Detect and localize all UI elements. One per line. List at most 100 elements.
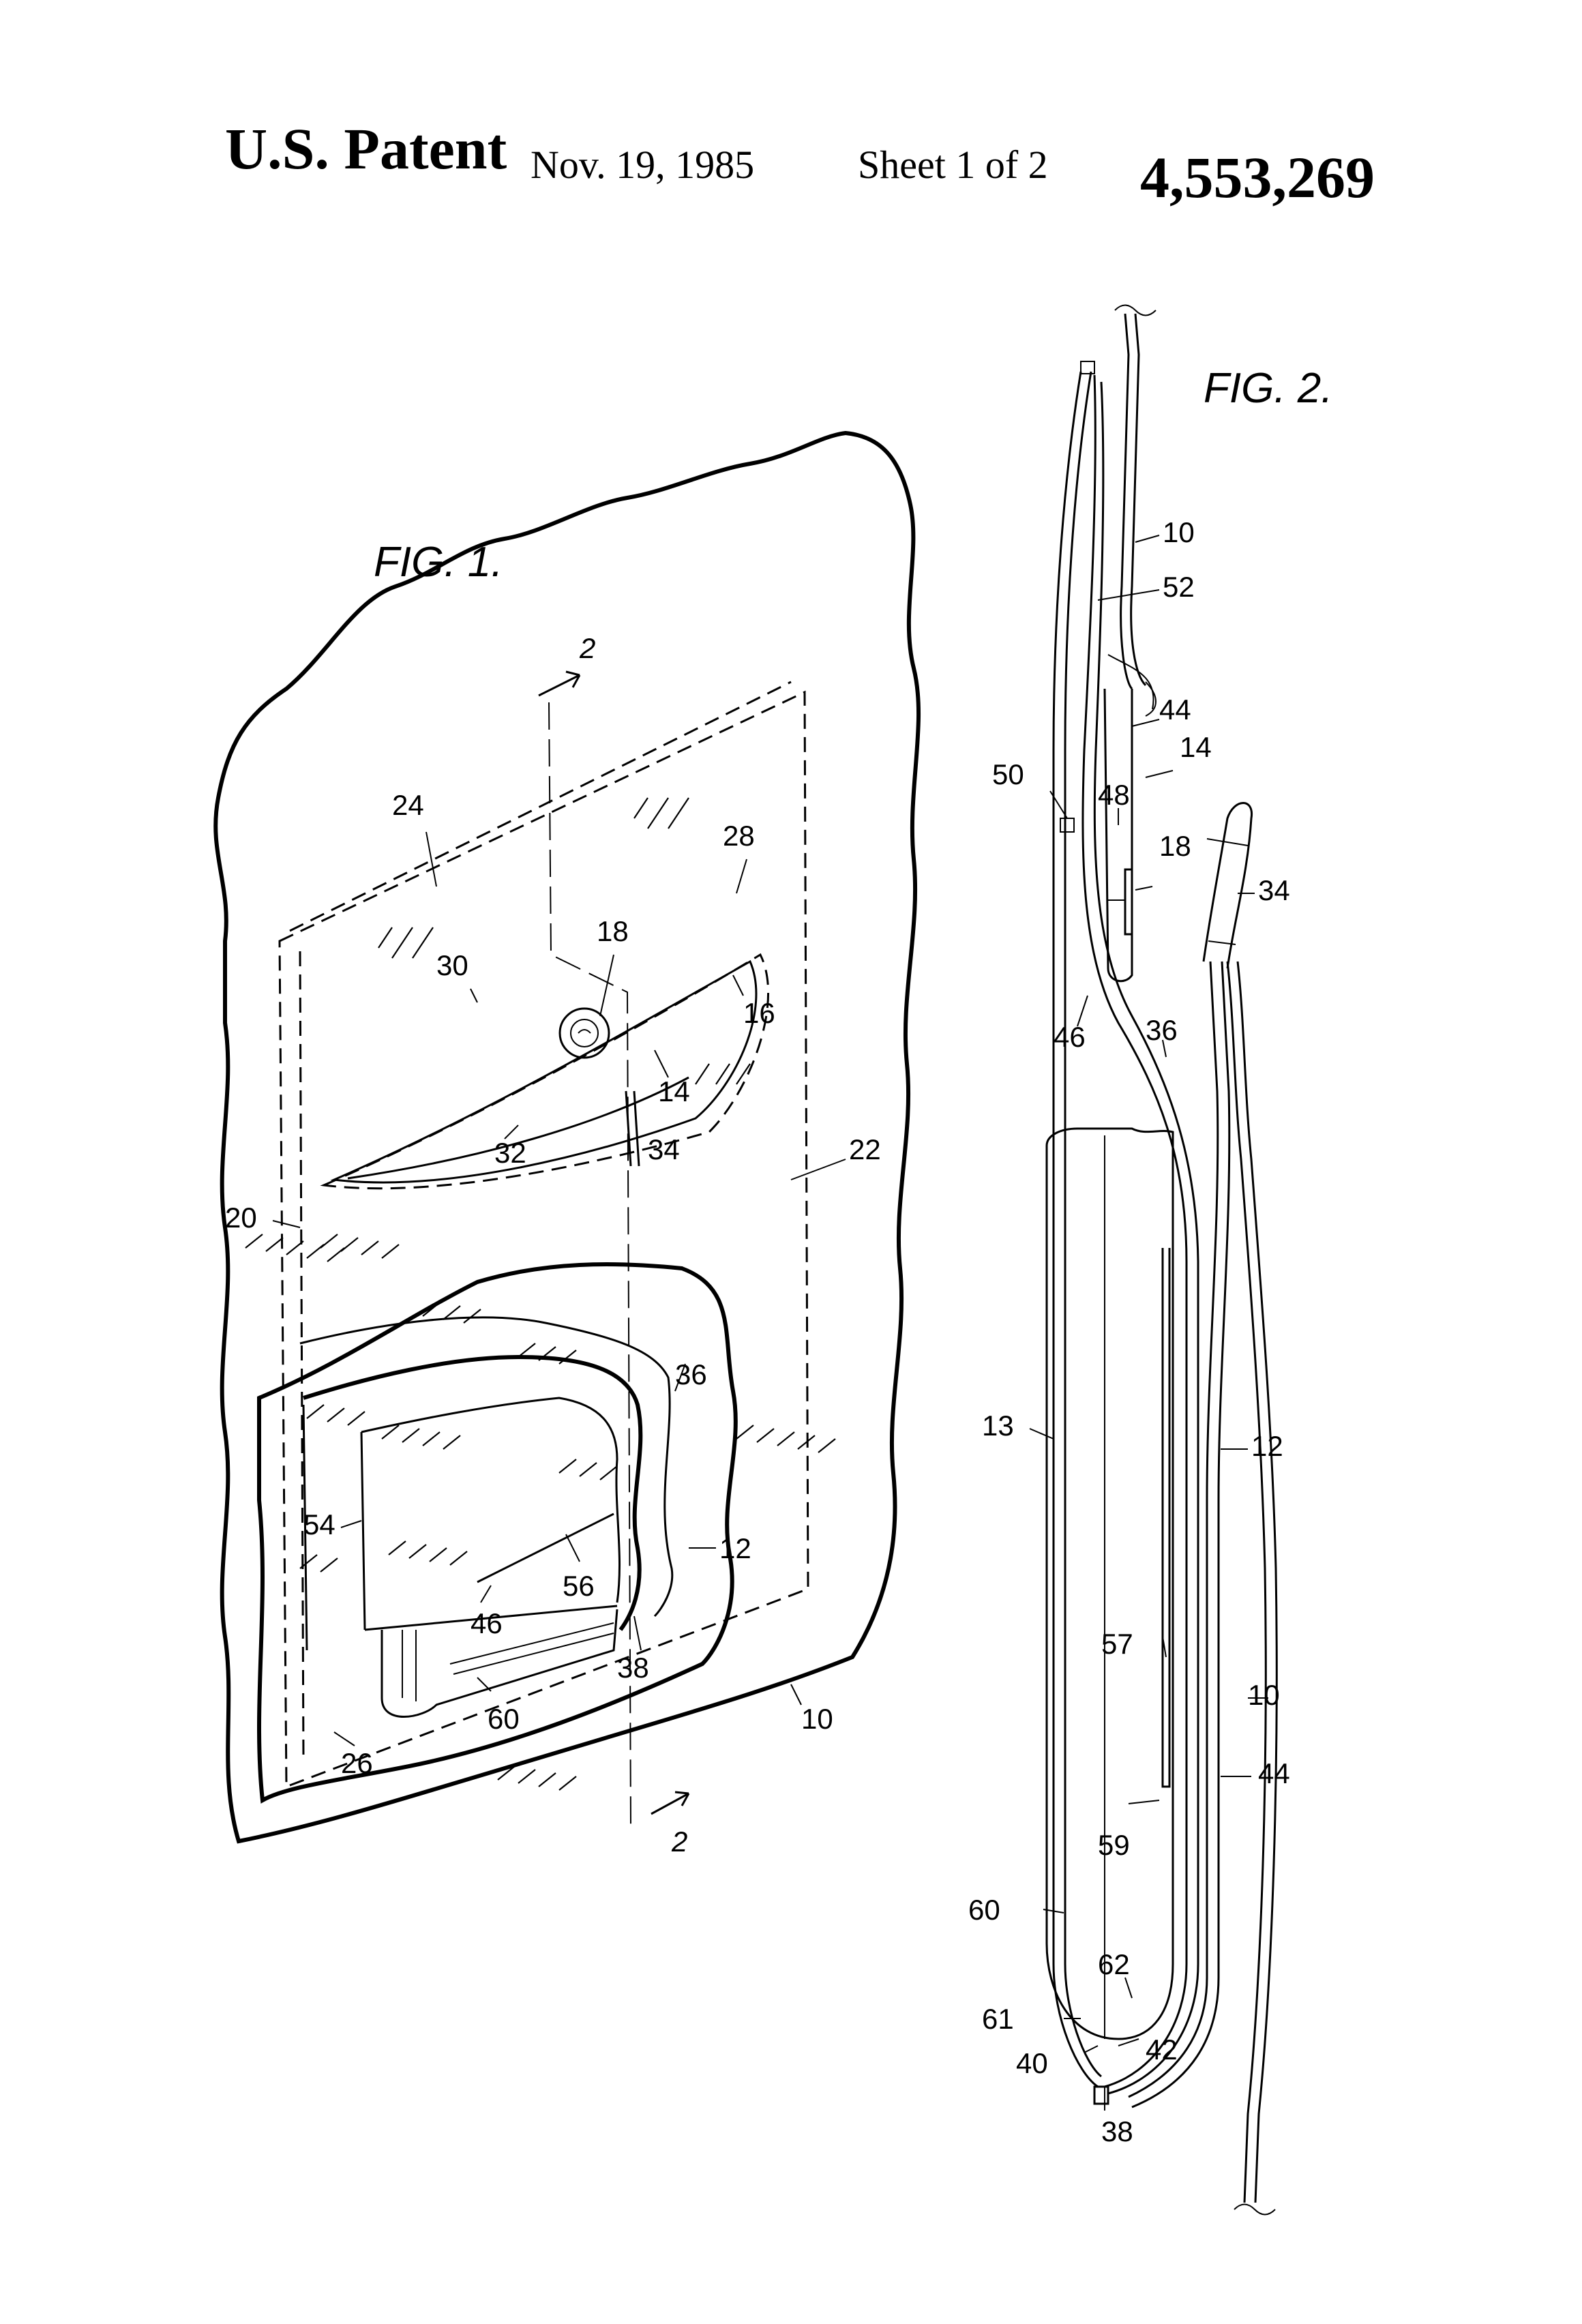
fig1-label-32: 32 xyxy=(494,1137,526,1169)
fig2-label-46: 46 xyxy=(1054,1021,1086,1053)
fig2-label-36: 36 xyxy=(1146,1014,1178,1046)
fig1-label-26: 26 xyxy=(341,1747,373,1779)
fig2-garment-top xyxy=(1120,313,1133,690)
fig1-pad-54 xyxy=(302,1404,366,1651)
fig1-label-16: 16 xyxy=(743,997,775,1029)
fig2-tab-34 xyxy=(1202,802,1253,969)
button-inner-icon xyxy=(570,1019,599,1047)
fig1-section-marker-top: 2 xyxy=(579,632,595,664)
fig2-label-50: 50 xyxy=(992,758,1024,790)
fig1-panel-20 xyxy=(278,690,809,1789)
fig2-label-62: 62 xyxy=(1098,1948,1130,1980)
patent-label: U.S. Patent xyxy=(225,116,507,181)
fig2-seam-top xyxy=(1080,361,1095,374)
button-thread-icon xyxy=(578,1029,591,1034)
fig1-label-14: 14 xyxy=(658,1075,690,1107)
fig2-pad-60 xyxy=(1045,1127,1174,2040)
fig2-wall-13-inner xyxy=(1064,371,1102,2078)
fig2-garment-bottom xyxy=(1226,961,1267,2203)
fig1-garment-outline xyxy=(213,430,921,1844)
fig2-break-top-icon xyxy=(1114,304,1156,316)
fig2-tab-stitches xyxy=(1206,838,1249,945)
fig2-wall-13-outer xyxy=(1052,371,1099,2088)
fig2-fold-loop xyxy=(1145,681,1156,717)
fig1-liner-36 xyxy=(303,1354,643,1631)
fig1-label-38: 38 xyxy=(617,1652,649,1684)
fig2-label-10-bottom: 10 xyxy=(1248,1679,1280,1711)
patent-date: Nov. 19, 1985 xyxy=(531,143,755,187)
figure-1: FIG. 1. 2 2 xyxy=(213,430,921,1858)
fig2-label-13: 13 xyxy=(982,1410,1014,1442)
fig2-label-44-bottom: 44 xyxy=(1258,1757,1290,1789)
fig2-label-57: 57 xyxy=(1101,1628,1133,1660)
fig2-label-12: 12 xyxy=(1251,1430,1283,1462)
fig2-seam-38 xyxy=(1093,2085,1109,2105)
fig2-layer-57 xyxy=(1161,1248,1171,1788)
fig1-label-24: 24 xyxy=(392,789,424,821)
fig1-label-46: 46 xyxy=(471,1607,503,1639)
fig1-pocket-opening xyxy=(330,959,758,1184)
sheet-number: Sheet 1 of 2 xyxy=(858,143,1048,187)
fig2-liner-52 xyxy=(1081,374,1188,2088)
fig2-label-34: 34 xyxy=(1258,874,1290,906)
fig2-wall-12 xyxy=(1128,961,1219,2098)
fig1-pocket-inner-line xyxy=(347,1076,689,1180)
fig1-label-20: 20 xyxy=(225,1202,257,1234)
fig1-fabric-hatching xyxy=(245,797,836,1791)
fig1-panel-top-edge xyxy=(289,681,792,932)
fig1-label-18: 18 xyxy=(597,915,629,947)
section-arrow-bottom-head-icon xyxy=(674,1791,690,1806)
fig1-label-36: 36 xyxy=(675,1358,707,1390)
fig1-label-56: 56 xyxy=(563,1570,595,1602)
fig1-cutaway-inner xyxy=(299,1316,674,1618)
fig1-label-10: 10 xyxy=(801,1703,833,1735)
fig2-label-59: 59 xyxy=(1098,1829,1130,1861)
fig1-liner-36-inner xyxy=(361,1397,621,1603)
section-arrow-top-icon xyxy=(538,674,580,697)
fig2-button-18-icon xyxy=(1124,868,1133,936)
section-arrow-top-head-icon xyxy=(565,670,581,688)
fig2-flap-44 xyxy=(1103,688,1133,983)
fig2-label-60: 60 xyxy=(968,1894,1000,1926)
fig2-label-38: 38 xyxy=(1101,2115,1133,2147)
fig1-pad-60-stripes xyxy=(402,1622,614,1701)
fig1-pad-60-roll xyxy=(380,1609,618,1718)
section-arrow-bottom-icon xyxy=(651,1792,689,1815)
fig1-section-marker-bottom: 2 xyxy=(671,1826,687,1858)
fig1-panel-left-edge xyxy=(299,951,305,1760)
fig2-label-52: 52 xyxy=(1163,571,1195,603)
fig1-label-54: 54 xyxy=(303,1508,335,1540)
patent-number: 4,553,269 xyxy=(1140,145,1375,210)
fig1-label-30: 30 xyxy=(436,949,468,981)
fig2-stitch-50 xyxy=(1060,818,1075,833)
fig1-pad-56-fold xyxy=(477,1513,614,1583)
figure-2: FIG. 2. xyxy=(968,304,1332,2216)
fig1-pad-46-bottom xyxy=(364,1605,618,1631)
fig2-label-48: 48 xyxy=(1098,779,1130,811)
fig2-label-14: 14 xyxy=(1180,731,1212,763)
fig2-label-10-top: 10 xyxy=(1163,516,1195,548)
fig1-label-60: 60 xyxy=(488,1703,520,1735)
fig1-section-line xyxy=(548,702,631,1828)
fig1-pocket-dashed xyxy=(320,953,770,1190)
fig1-cutaway-outer xyxy=(257,1262,738,1804)
fig1-leader-lines xyxy=(272,831,846,1746)
fig2-label-42: 42 xyxy=(1146,2034,1178,2066)
fig2-label-40: 40 xyxy=(1016,2047,1048,2079)
fig2-liner-46 xyxy=(1093,381,1199,2095)
fig2-label-18: 18 xyxy=(1159,830,1191,862)
fig2-leader-lines xyxy=(1029,535,1268,2111)
fig2-break-bottom-icon xyxy=(1234,2203,1276,2216)
fig2-title: FIG. 2. xyxy=(1204,365,1332,412)
fig1-label-34: 34 xyxy=(648,1133,680,1165)
fig1-label-22: 22 xyxy=(849,1133,881,1165)
fig2-label-61: 61 xyxy=(982,2003,1014,2035)
fig2-label-44-top: 44 xyxy=(1159,694,1191,726)
fig1-label-12: 12 xyxy=(719,1532,751,1564)
fig2-fold-top xyxy=(1107,654,1154,710)
fig1-label-28: 28 xyxy=(723,820,755,852)
button-icon xyxy=(558,1007,610,1059)
fig1-tab-34 xyxy=(625,1090,640,1167)
